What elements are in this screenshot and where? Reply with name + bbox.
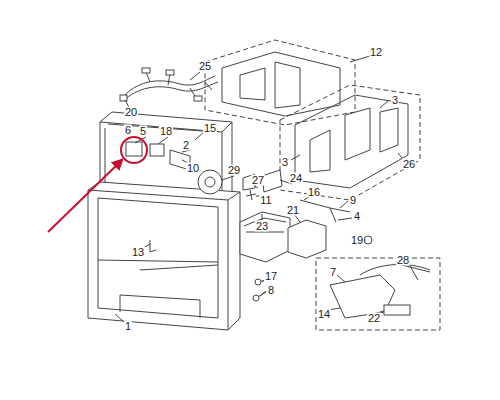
callout-number: 3 bbox=[281, 157, 289, 168]
callout-number: 8 bbox=[267, 285, 275, 296]
callout-number: 13 bbox=[131, 247, 145, 258]
callout-number: 14 bbox=[317, 309, 331, 320]
callout-number: 10 bbox=[186, 163, 200, 174]
callout-number: 3 bbox=[391, 95, 399, 106]
callout-number: 28 bbox=[396, 255, 410, 266]
callout-number: 15 bbox=[203, 123, 217, 134]
callout-number: 7 bbox=[329, 267, 337, 278]
freezer-liner bbox=[88, 182, 240, 330]
callout-number: 26 bbox=[402, 159, 416, 170]
callout-number: 18 bbox=[159, 126, 173, 137]
callout-number: 17 bbox=[264, 271, 278, 282]
callout-number: 11 bbox=[259, 195, 272, 206]
callout-number: 24 bbox=[289, 173, 303, 184]
pointer-arrow bbox=[48, 160, 122, 232]
callout-number: 20 bbox=[124, 107, 138, 118]
highlight-circle bbox=[121, 137, 147, 163]
wire-harness bbox=[125, 76, 215, 95]
dashed-group bbox=[205, 40, 355, 125]
callout-number: 12 bbox=[369, 47, 383, 58]
callout-number: 5 bbox=[139, 126, 147, 137]
callout-number: 27 bbox=[251, 175, 265, 186]
callout-number: 9 bbox=[349, 195, 357, 206]
callout-number: 23 bbox=[255, 221, 269, 232]
callout-number: 19 bbox=[350, 235, 364, 246]
callout-number: 16 bbox=[307, 187, 321, 198]
callout-number: 21 bbox=[286, 205, 300, 216]
callout-number: 6 bbox=[124, 125, 132, 136]
callout-number: 1 bbox=[124, 321, 132, 332]
callout-number: 25 bbox=[198, 61, 212, 72]
callout-number: 29 bbox=[227, 165, 241, 176]
callout-number: 4 bbox=[353, 211, 361, 222]
callout-number: 2 bbox=[182, 140, 190, 151]
callout-number: 22 bbox=[367, 313, 381, 324]
